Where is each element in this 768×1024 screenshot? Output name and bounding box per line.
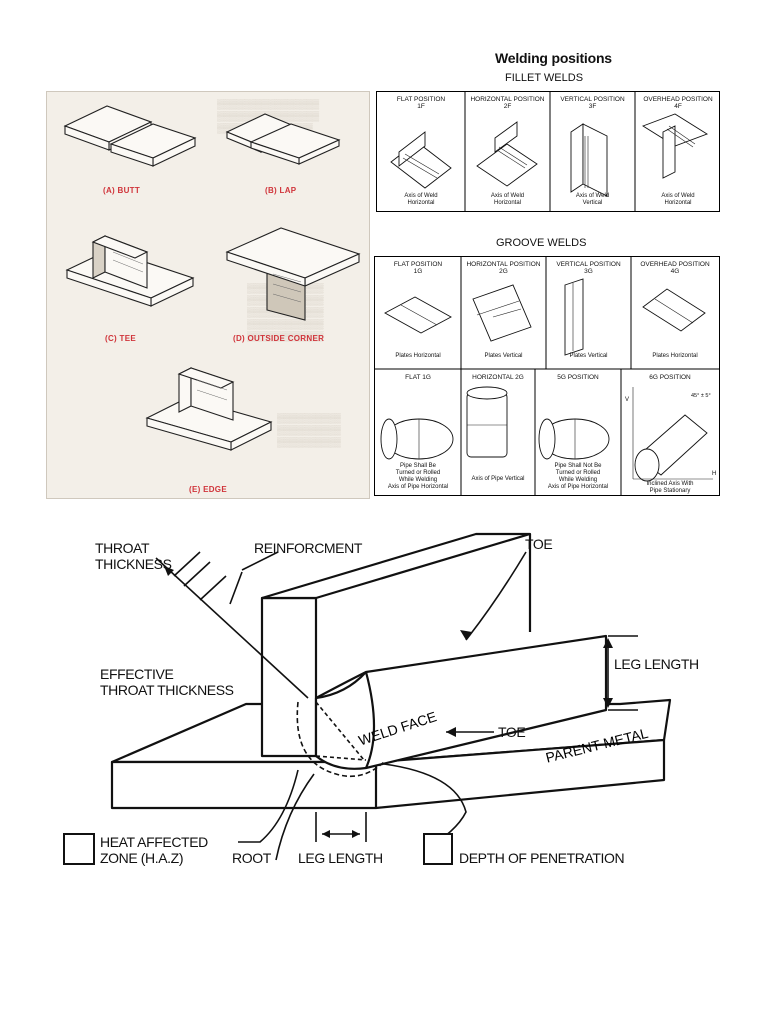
pipe-5g-header: 5G POSITION <box>557 374 599 381</box>
pipe-1g-header: FLAT 1G <box>405 374 431 381</box>
pipe-6g-angle: 45° ± 5° <box>691 393 711 399</box>
groove-1g-caption: Plates Horizontal <box>395 353 441 359</box>
positions-title: Welding positions <box>495 50 612 66</box>
lap-joint-drawing <box>225 113 341 165</box>
joint-label-outside-corner: (D) OUTSIDE CORNER <box>233 334 325 343</box>
groove-4g-caption: Plates Horizontal <box>652 353 698 359</box>
butt-joint-drawing <box>63 105 197 167</box>
joint-label-tee: (C) TEE <box>105 334 136 343</box>
tee-joint-drawing <box>65 235 195 307</box>
fillet-welds-title: FILLET WELDS <box>505 72 584 84</box>
groove-3g-caption: Plates Vertical <box>569 353 608 359</box>
edge-joint-drawing <box>145 367 273 451</box>
pipe-2g-header: HORIZONTAL 2G <box>472 374 524 381</box>
vertical-plate-front <box>260 596 318 758</box>
leg-length-bottom-label: LEG LENGTH <box>298 850 383 866</box>
outside-corner-joint-drawing <box>225 227 361 321</box>
joint-drawings <box>63 105 361 451</box>
depth-of-penetration-label: DEPTH OF PENETRATION <box>459 850 625 866</box>
joint-types-panel: ▒▒▒▒▒▒▒▒▒▒▒▒▒▒▒▒▒▒▒▒▒▒▒▒▒▒▒▒▒▒▒▒▒▒▒▒▒▒▒▒… <box>46 91 370 499</box>
pipe-6g-axis-h: H <box>712 471 717 477</box>
joint-label-lap: (B) LAP <box>265 186 297 195</box>
fillet-weld-diagram: WELD FACE PARENT METAL <box>63 532 672 865</box>
joint-label-butt: (A) BUTT <box>103 186 141 195</box>
groove-welds-title: GROOVE WELDS <box>496 237 587 249</box>
reinforcement-label: REINFORCMENT <box>254 540 362 556</box>
pipe-2g-caption: Axis of Pipe Vertical <box>471 476 525 482</box>
toe-mid-label: TOE <box>498 724 526 740</box>
root-label: ROOT <box>232 850 271 866</box>
pipe-6g-header: 6G POSITION <box>649 374 691 381</box>
joint-label-edge: (E) EDGE <box>189 485 227 494</box>
pipe-6g-axis-v: V <box>625 397 630 403</box>
leg-length-right-label: LEG LENGTH <box>614 656 699 672</box>
weld-bead <box>314 634 608 770</box>
toe-top-label: TOE <box>525 536 553 552</box>
groove-2g-caption: Plates Vertical <box>484 353 523 359</box>
